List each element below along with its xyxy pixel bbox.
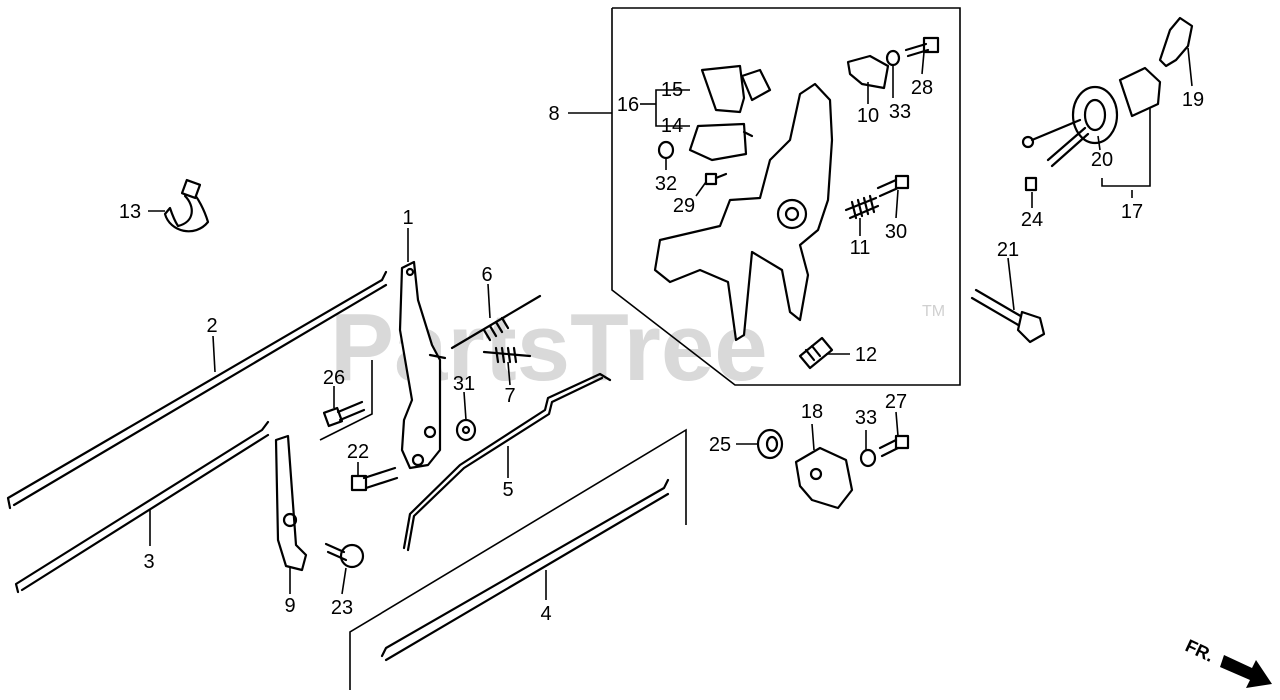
watermark-trademark: TM xyxy=(922,303,945,320)
part-10-clip[interactable] xyxy=(846,54,890,90)
callout-22: 22 xyxy=(347,441,369,463)
part-15-switch[interactable] xyxy=(700,64,772,114)
part-31-nut[interactable] xyxy=(455,418,477,442)
callout-25: 25 xyxy=(709,434,731,456)
callout-3: 3 xyxy=(143,551,154,573)
callout-33-lower: 33 xyxy=(855,407,877,429)
callout-5: 5 xyxy=(502,479,513,501)
part-30-bolt[interactable] xyxy=(876,174,910,198)
callout-11: 11 xyxy=(850,237,871,259)
part-4-rod[interactable] xyxy=(380,478,670,662)
callout-17: 17 xyxy=(1121,201,1143,223)
callout-4: 4 xyxy=(540,603,551,625)
callout-8: 8 xyxy=(548,103,559,125)
part-22-bolt[interactable] xyxy=(350,466,399,492)
callout-20: 20 xyxy=(1091,149,1113,171)
assembly-8-border xyxy=(611,7,961,386)
callout-24: 24 xyxy=(1021,209,1043,231)
part-7-spring[interactable] xyxy=(482,346,532,364)
callout-33-upper: 33 xyxy=(889,101,911,123)
callout-29: 29 xyxy=(673,195,695,217)
watermark: PartsTree xyxy=(330,294,768,401)
callout-26: 26 xyxy=(323,367,345,389)
callout-27: 27 xyxy=(885,391,907,413)
callout-31: 31 xyxy=(453,373,475,395)
part-33-washer-lower[interactable] xyxy=(859,448,877,468)
callout-1: 1 xyxy=(402,207,413,229)
callout-28: 28 xyxy=(911,77,933,99)
part-19-terminal[interactable] xyxy=(1158,16,1194,68)
callout-23: 23 xyxy=(331,597,353,619)
part-6-spring[interactable] xyxy=(450,294,542,350)
front-direction-indicator: FR. xyxy=(1182,635,1272,688)
part-29-bolt[interactable] xyxy=(704,172,728,186)
part-1-lever[interactable] xyxy=(398,260,447,470)
part-23-bolt[interactable] xyxy=(324,542,365,569)
callout-10: 10 xyxy=(857,105,879,127)
callout-16: 16 xyxy=(617,94,639,116)
leader-lines xyxy=(148,47,1193,600)
callout-30: 30 xyxy=(885,221,907,243)
part-26-bolt[interactable] xyxy=(322,400,366,428)
part-8-bracket[interactable] xyxy=(653,82,834,342)
callout-14: 14 xyxy=(661,115,683,137)
part-28-bolt[interactable] xyxy=(904,36,940,58)
part-17-harness[interactable] xyxy=(1021,66,1162,168)
part-18-bracket[interactable] xyxy=(794,446,854,510)
part-21-bolt[interactable] xyxy=(970,288,1046,344)
part-26-bracket xyxy=(319,360,373,441)
callout-6: 6 xyxy=(481,264,492,286)
part-9-lever[interactable] xyxy=(274,434,308,572)
front-arrow-icon xyxy=(1220,655,1272,688)
callout-7: 7 xyxy=(504,385,515,407)
part-20-grommet[interactable] xyxy=(1071,85,1119,145)
part-12-spring[interactable] xyxy=(798,336,834,370)
callout-15: 15 xyxy=(661,79,683,101)
part-24-screw[interactable] xyxy=(1024,176,1038,192)
callout-9: 9 xyxy=(284,595,295,617)
part-33-washer-upper[interactable] xyxy=(885,49,901,67)
callout-2: 2 xyxy=(206,315,217,337)
part-27-bolt[interactable] xyxy=(878,434,910,458)
assembly-4-border xyxy=(349,428,687,690)
part-25-collar[interactable] xyxy=(756,428,784,460)
part-13-clamp[interactable] xyxy=(163,178,210,233)
part-14-switch[interactable] xyxy=(688,122,754,162)
callout-21: 21 xyxy=(997,239,1019,261)
callout-32: 32 xyxy=(655,173,677,195)
callout-12: 12 xyxy=(855,344,877,366)
part-11-spring[interactable] xyxy=(844,194,880,220)
part-32-washer[interactable] xyxy=(657,140,675,160)
part-3-rod[interactable] xyxy=(14,420,270,594)
callout-18: 18 xyxy=(801,401,823,423)
part-5-rod[interactable] xyxy=(402,372,612,552)
part-2-rod[interactable] xyxy=(6,270,388,510)
front-direction-label: FR. xyxy=(1182,635,1217,665)
callout-13: 13 xyxy=(119,201,141,223)
callout-19: 19 xyxy=(1182,89,1204,111)
